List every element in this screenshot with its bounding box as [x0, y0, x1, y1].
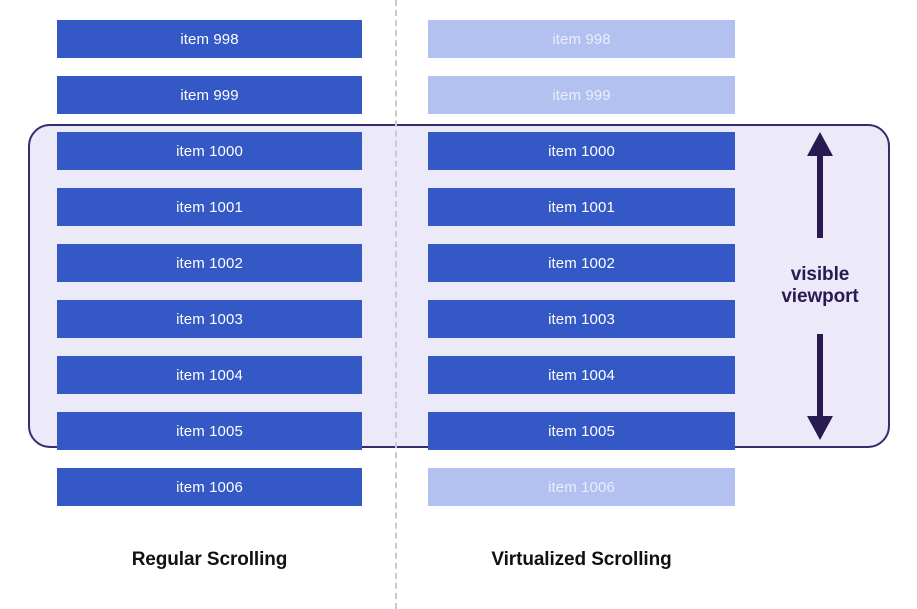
list-item[interactable]: item 1002 [57, 244, 362, 282]
caption-regular-scrolling: Regular Scrolling [131, 549, 288, 570]
list-item[interactable]: item 1005 [57, 412, 362, 450]
virtualized-scrolling-column: item 998 item 999 item 1000 item 1001 item 1… [428, 0, 735, 609]
list-item[interactable]: item 1006 [57, 468, 362, 506]
list-item-label: item 1002 [176, 254, 243, 272]
list-item[interactable]: item 1004 [428, 356, 735, 394]
list-item-label: item 999 [180, 86, 239, 104]
list-item-label: item 1003 [548, 310, 615, 328]
list-item[interactable]: item 998 [57, 20, 362, 58]
list-item-label: item 998 [552, 30, 611, 48]
viewport-label: visible viewport [781, 264, 858, 309]
viewport-annotation: visible viewport [756, 130, 884, 442]
list-item-label: item 1003 [176, 310, 243, 328]
list-item[interactable]: item 1002 [428, 244, 735, 282]
viewport-label-line1: visible [790, 263, 850, 285]
viewport-label-line2: viewport [781, 286, 859, 307]
list-item[interactable]: item 1000 [428, 132, 735, 170]
column-divider [395, 0, 397, 609]
list-item-label: item 1006 [176, 478, 243, 496]
list-item-label: item 1005 [176, 422, 243, 440]
list-item-label: item 999 [552, 86, 611, 104]
arrow-up-icon [807, 132, 833, 238]
list-item[interactable]: item 1000 [57, 132, 362, 170]
list-item[interactable]: item 1001 [57, 188, 362, 226]
list-item[interactable]: item 999 [428, 76, 735, 114]
visible-viewport-region [28, 124, 890, 448]
list-item-label: item 1000 [176, 142, 243, 160]
list-item[interactable]: item 1003 [428, 300, 735, 338]
regular-scrolling-column: item 998 item 999 item 1000 item 1001 item 1… [57, 0, 362, 609]
caption-virtualized-scrolling: Virtualized Scrolling [491, 549, 672, 570]
list-item[interactable]: item 1006 [428, 468, 735, 506]
list-item[interactable]: item 998 [428, 20, 735, 58]
list-item[interactable]: item 1004 [57, 356, 362, 394]
list-item-label: item 1002 [548, 254, 615, 272]
list-item-label: item 1000 [548, 142, 615, 160]
arrow-down-icon [807, 334, 833, 440]
list-item-label: item 1005 [548, 422, 615, 440]
list-item-label: item 1001 [548, 198, 615, 216]
list-item-label: item 998 [180, 30, 239, 48]
list-item-label: item 1001 [176, 198, 243, 216]
list-item-label: item 1006 [548, 478, 615, 496]
list-item[interactable]: item 1001 [428, 188, 735, 226]
list-item[interactable]: item 1003 [57, 300, 362, 338]
list-item-label: item 1004 [176, 366, 243, 384]
list-item-label: item 1004 [548, 366, 615, 384]
list-item[interactable]: item 1005 [428, 412, 735, 450]
list-item[interactable]: item 999 [57, 76, 362, 114]
